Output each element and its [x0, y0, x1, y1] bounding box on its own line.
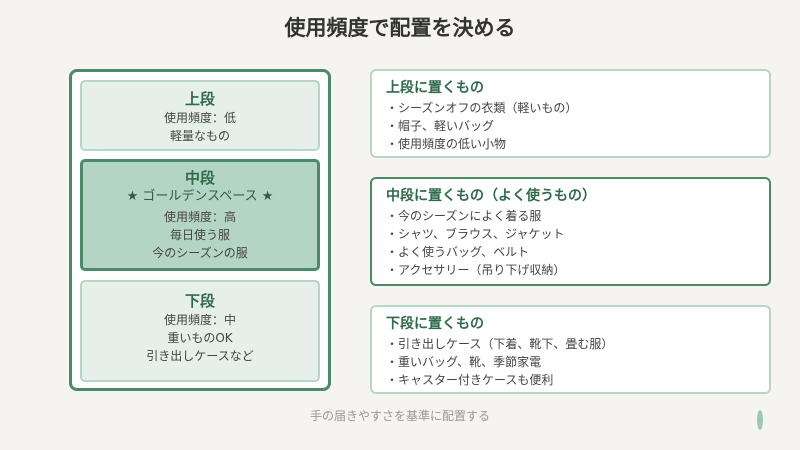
footer-note: 手の届きやすさを基準に配置する [309, 409, 490, 423]
tier-bottom: 下段 使用頻度：中 重いものOK 引き出しケースなど [80, 280, 320, 382]
card-bottom-items: 下段に置くもの ・引き出しケース（下着、靴下、畳む服） ・重いバッグ、靴、季節家… [370, 305, 771, 394]
tier-top-line: 使用頻度：低 [163, 111, 236, 125]
card-heading: 下段に置くもの [386, 316, 484, 332]
tier-bottom-line: 引き出しケースなど [146, 349, 254, 363]
list-item: ・アクセサリー（吊り下げ収納） [386, 263, 566, 277]
list-item: ・今のシーズンによく着る服 [386, 209, 542, 223]
card-heading: 上段に置くもの [386, 80, 484, 96]
shelf-diagram: 上段 使用頻度：低 軽量なもの 中段 ★ ゴールデンスペース ★ 使用頻度：高 … [69, 69, 331, 391]
golden-space-badge: ★ ゴールデンスペース ★ [126, 189, 274, 204]
list-item: ・よく使うバッグ、ベルト [386, 245, 530, 259]
tier-bottom-line: 使用頻度：中 [163, 313, 236, 327]
tier-top-line: 軽量なもの [169, 129, 230, 143]
tier-middle-line: 毎日使う服 [169, 228, 230, 242]
tier-middle-line: 使用頻度：高 [163, 210, 236, 224]
card-middle-items: 中段に置くもの（よく使うもの） ・今のシーズンによく着る服 ・シャツ、ブラウス、… [370, 177, 771, 286]
list-item: ・重いバッグ、靴、季節家電 [386, 355, 542, 369]
page-title: 使用頻度で配置を決める [284, 16, 516, 40]
tier-middle: 中段 ★ ゴールデンスペース ★ 使用頻度：高 毎日使う服 今のシーズンの服 [80, 159, 320, 271]
tier-top: 上段 使用頻度：低 軽量なもの [80, 80, 320, 151]
list-item: ・使用頻度の低い小物 [386, 137, 507, 151]
list-item: ・シーズンオフの衣類（軽いもの） [386, 101, 578, 115]
leaf-icon [757, 410, 763, 430]
tier-bottom-line: 重いものOK [167, 331, 233, 345]
card-top-items: 上段に置くもの ・シーズンオフの衣類（軽いもの） ・帽子、軽いバッグ ・使用頻度… [370, 69, 771, 158]
tier-middle-name: 中段 [184, 169, 215, 187]
list-item: ・キャスター付きケースも便利 [386, 373, 554, 387]
card-heading: 中段に置くもの（よく使うもの） [386, 188, 596, 204]
tier-top-name: 上段 [184, 90, 215, 108]
list-item: ・シャツ、ブラウス、ジャケット [386, 227, 565, 241]
tier-bottom-name: 下段 [184, 292, 215, 310]
list-item: ・引き出しケース（下着、靴下、畳む服） [386, 337, 614, 351]
tier-middle-line: 今のシーズンの服 [152, 246, 248, 260]
list-item: ・帽子、軽いバッグ [386, 119, 495, 133]
